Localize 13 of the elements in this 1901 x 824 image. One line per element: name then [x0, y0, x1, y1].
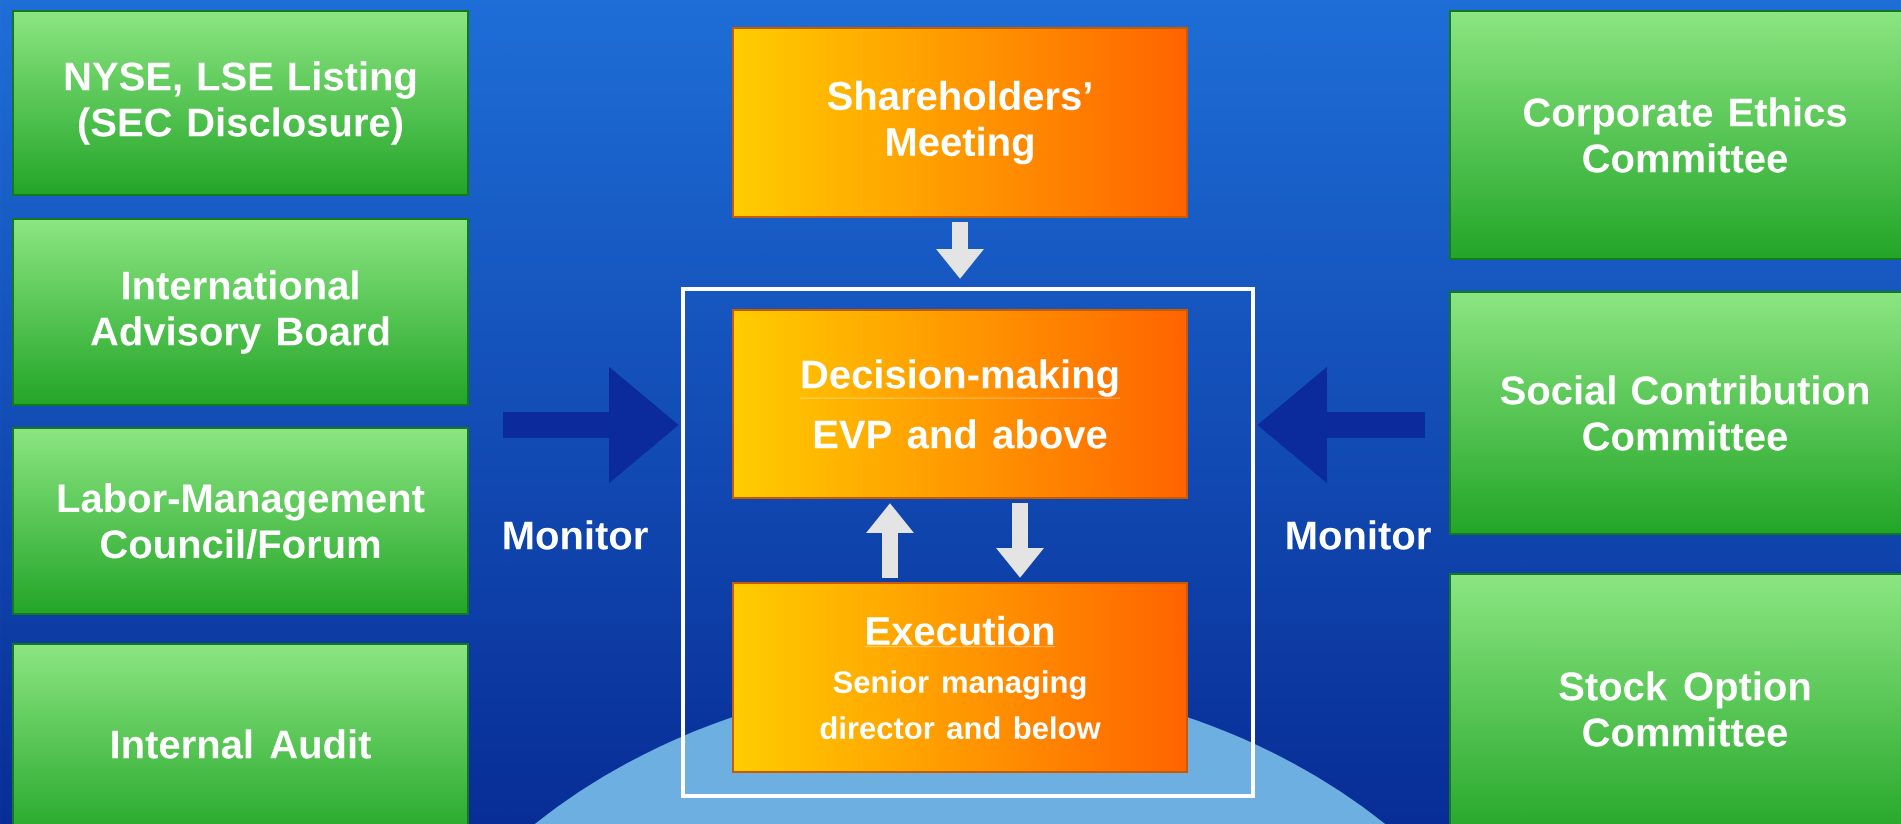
committee-box: International Advisory Board: [12, 218, 469, 406]
process-box: Shareholders’ Meeting: [732, 27, 1188, 218]
committee-box: Social Contribution Committee: [1449, 291, 1901, 535]
committee-box: Stock Option Committee: [1449, 573, 1901, 824]
process-box: Decision-making EVP and above: [732, 309, 1188, 499]
committee-box: NYSE, LSE Listing (SEC Disclosure): [12, 10, 469, 196]
edge-label: Monitor: [504, 520, 648, 550]
committee-box: Labor-Management Council/Forum: [12, 427, 469, 615]
frame-box: [681, 287, 1255, 798]
process-box: Execution Senior managing director and below: [732, 582, 1188, 773]
committee-box: Corporate Ethics Committee: [1449, 10, 1901, 260]
committee-box: Internal Audit: [12, 643, 469, 824]
edge-label: Monitor: [1287, 520, 1431, 550]
